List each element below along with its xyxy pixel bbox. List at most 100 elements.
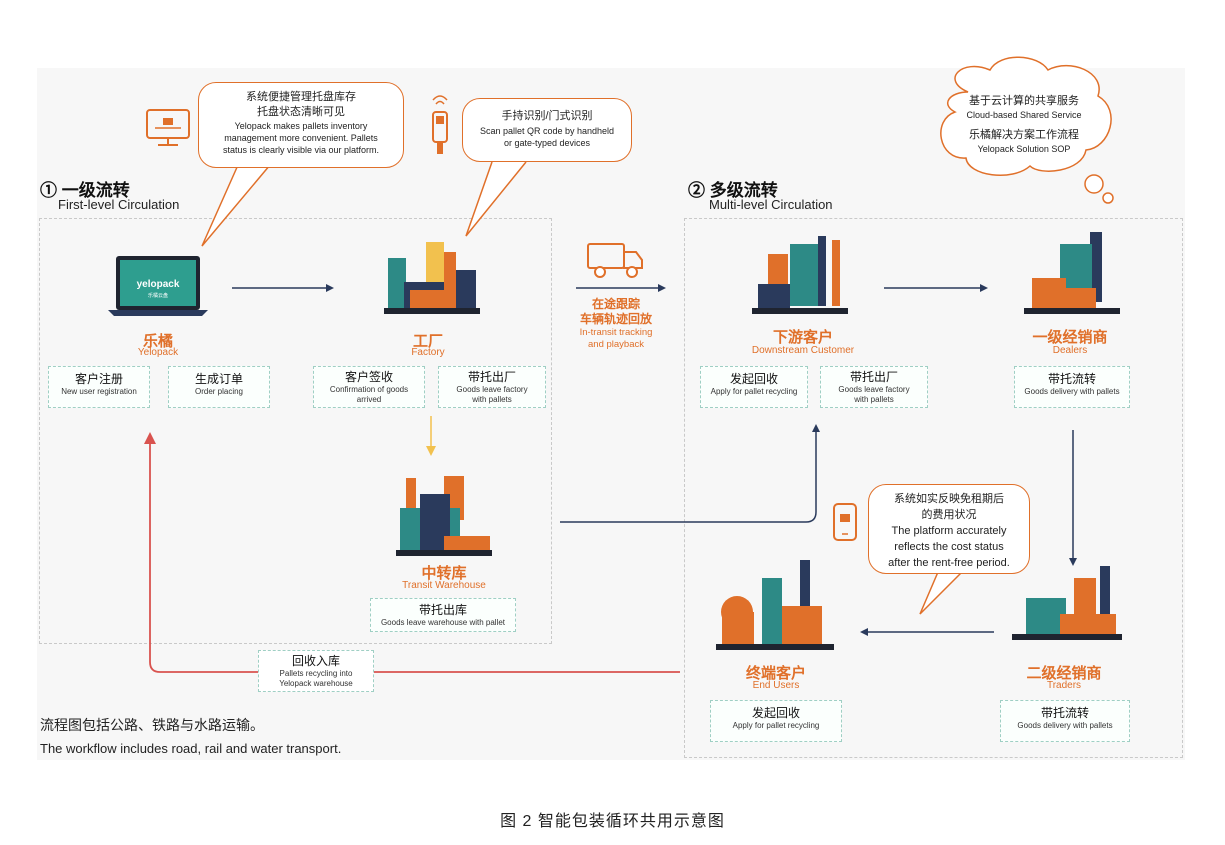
traders-node-label: 二级经销商	[1026, 665, 1102, 682]
in-transit-en2: and playback	[588, 339, 644, 350]
end-users-illustration	[716, 560, 834, 650]
tag-leave-factory2-en1: Goods leave factory	[838, 385, 910, 394]
tag-order-cn: 生成订单	[194, 372, 243, 386]
transit-node-sublabel: Transit Warehouse	[402, 580, 486, 591]
tag-leave-factory-en1: Goods leave factory	[456, 385, 528, 394]
tag-register-en: New user registration	[61, 387, 137, 396]
platform-bubble-cn1: 系统便捷管理托盘库存	[246, 91, 356, 103]
phone-icon	[833, 503, 857, 541]
arrow-heads	[326, 284, 1077, 636]
first-level-title: ① 一级流转	[40, 181, 130, 200]
tag-recycle-down-cn: 发起回收	[729, 372, 778, 386]
first-level-subtitle: First-level Circulation	[58, 197, 180, 212]
monitor-icon	[146, 109, 190, 146]
downstream-node-label: 下游客户	[772, 329, 833, 346]
dealers-node-sublabel: Dealers	[1052, 345, 1088, 356]
in-transit-cn2: 车辆轨迹回放	[579, 312, 652, 326]
tag-dealer-flow-cn: 带托流转	[1047, 372, 1096, 386]
traders-node-sublabel: Traders	[1046, 680, 1082, 691]
cloud-en2: Yelopack Solution SOP	[977, 144, 1071, 154]
platform-bubble-tail	[201, 164, 271, 247]
cloud-cn2: 乐橘解决方案工作流程	[969, 129, 1079, 141]
dealers-illustration	[1024, 232, 1120, 314]
tag-leave-factory-en2: with pallets	[472, 395, 512, 404]
end-users-node-label: 终端客户	[745, 665, 806, 682]
tag-register-cn: 客户注册	[74, 372, 123, 386]
recycle-arrow-head	[144, 432, 156, 444]
tag-leave-factory2-cn: 带托出厂	[849, 370, 898, 384]
tag-recycle-in-en1: Pallets recycling into	[279, 669, 353, 678]
factory-node-sublabel: Factory	[411, 347, 445, 358]
tag-confirm-cn: 客户签收	[344, 370, 393, 384]
tag-leave-factory-2: 带托出厂 Goods leave factory with pallets	[820, 366, 928, 408]
factory-node-label: 工厂	[412, 333, 443, 350]
in-transit-en1: In-transit tracking	[579, 327, 653, 338]
flow-arrows	[232, 287, 1074, 633]
yelopack-node-sublabel: Yelopack	[137, 347, 179, 358]
tag-recycle-in-warehouse: 回收入库 Pallets recycling into Yelopack war…	[258, 650, 374, 692]
cost-bubble-cn2: 的费用状况	[921, 509, 977, 521]
cost-bubble-en2: reflects the cost status	[894, 541, 1004, 553]
dealers-node-label: 一级经销商	[1032, 329, 1108, 346]
factory-illustration	[384, 242, 480, 314]
tag-leave-factory-cn: 带托出厂	[467, 370, 516, 384]
scan-bubble-en1: Scan pallet QR code by handheld	[479, 126, 615, 136]
recycle-return-line	[149, 442, 680, 673]
tag-recycle-end-en: Apply for pallet recycling	[732, 721, 820, 730]
multi-level-subtitle: Multi-level Circulation	[709, 197, 833, 212]
diagram-panel	[37, 68, 1185, 760]
tag-confirm-en1: Confirmation of goods	[329, 385, 409, 394]
scan-bubble-cn: 手持识别/门式识别	[501, 110, 593, 122]
laptop-illustration: yelopack 乐橘云盘	[108, 256, 208, 316]
tag-leave-warehouse-cn: 带托出库	[418, 603, 467, 617]
cloud-bubble-text: 基于云计算的共享服务 Cloud-based Shared Service 乐橘…	[950, 94, 1098, 156]
cloud-en1: Cloud-based Shared Service	[966, 110, 1082, 120]
tag-leave-factory2-en2: with pallets	[854, 395, 894, 404]
handheld-scanner-icon	[432, 95, 448, 154]
tag-trader-flow-cn: 带托流转	[1040, 706, 1089, 720]
transit-node-label: 中转库	[421, 565, 467, 582]
tag-recycle-end-users: 发起回收 Apply for pallet recycling	[710, 700, 842, 742]
in-transit-label: 在途跟踪 车辆轨迹回放 In-transit tracking and play…	[556, 297, 676, 351]
tag-dealer-flow-en: Goods delivery with pallets	[1024, 387, 1120, 396]
tag-recycle-end-cn: 发起回收	[751, 706, 800, 720]
tag-trader-delivery: 带托流转 Goods delivery with pallets	[1000, 700, 1130, 742]
platform-bubble-en3: status is clearly visible via our platfo…	[222, 145, 380, 155]
tag-recycle-in-en2: Yelopack warehouse	[279, 679, 353, 688]
tag-recycle-downstream: 发起回收 Apply for pallet recycling	[700, 366, 808, 408]
end-users-node-sublabel: End Users	[752, 680, 800, 691]
cloud-cn1: 基于云计算的共享服务	[969, 95, 1079, 107]
cost-bubble: 系统如实反映免租期后 的费用状况 The platform accurately…	[868, 484, 1030, 574]
cost-bubble-tail	[919, 571, 963, 615]
yellow-arrow-head	[426, 446, 436, 456]
tag-leave-warehouse: 带托出库 Goods leave warehouse with pallet	[370, 598, 516, 632]
downstream-customer-illustration	[752, 236, 848, 314]
tag-leave-warehouse-en: Goods leave warehouse with pallet	[380, 618, 506, 627]
scan-bubble-tail	[465, 161, 527, 237]
tag-order-placing: 生成订单 Order placing	[168, 366, 270, 408]
tag-recycle-down-en: Apply for pallet recycling	[710, 387, 798, 396]
tag-confirm-en2: arrived	[356, 395, 382, 404]
traders-illustration	[1012, 566, 1122, 640]
cost-bubble-en3: after the rent-free period.	[888, 557, 1010, 569]
tag-trader-flow-en: Goods delivery with pallets	[1017, 721, 1113, 730]
laptop-screen-subtext: 乐橘云盘	[148, 292, 168, 299]
platform-bubble-en2: management more convenient. Pallets	[224, 133, 378, 143]
multi-level-box	[684, 218, 1183, 758]
tag-dealer-delivery: 带托流转 Goods delivery with pallets	[1014, 366, 1130, 408]
yelopack-node-label: 乐橘	[142, 333, 173, 350]
footnote-cn: 流程图包括公路、铁路与水路运输。	[40, 717, 264, 733]
cost-bubble-en1: The platform accurately	[891, 525, 1007, 537]
laptop-screen-text: yelopack	[137, 279, 180, 290]
tag-recycle-in-cn: 回收入库	[291, 654, 340, 668]
cost-bubble-cn1: 系统如实反映免租期后	[894, 493, 1004, 505]
scan-bubble-en2: or gate-typed devices	[503, 138, 591, 148]
figure-caption: 图 2 智能包装循环共用示意图	[500, 813, 725, 830]
footnote-en: The workflow includes road, rail and wat…	[40, 741, 342, 756]
downstream-node-sublabel: Downstream Customer	[751, 345, 855, 356]
cloud-bubble-shape	[940, 56, 1114, 204]
tag-order-en: Order placing	[194, 387, 244, 396]
transit-warehouse-illustration	[396, 476, 492, 556]
platform-bubble-cn2: 托盘状态清晰可见	[257, 106, 345, 118]
